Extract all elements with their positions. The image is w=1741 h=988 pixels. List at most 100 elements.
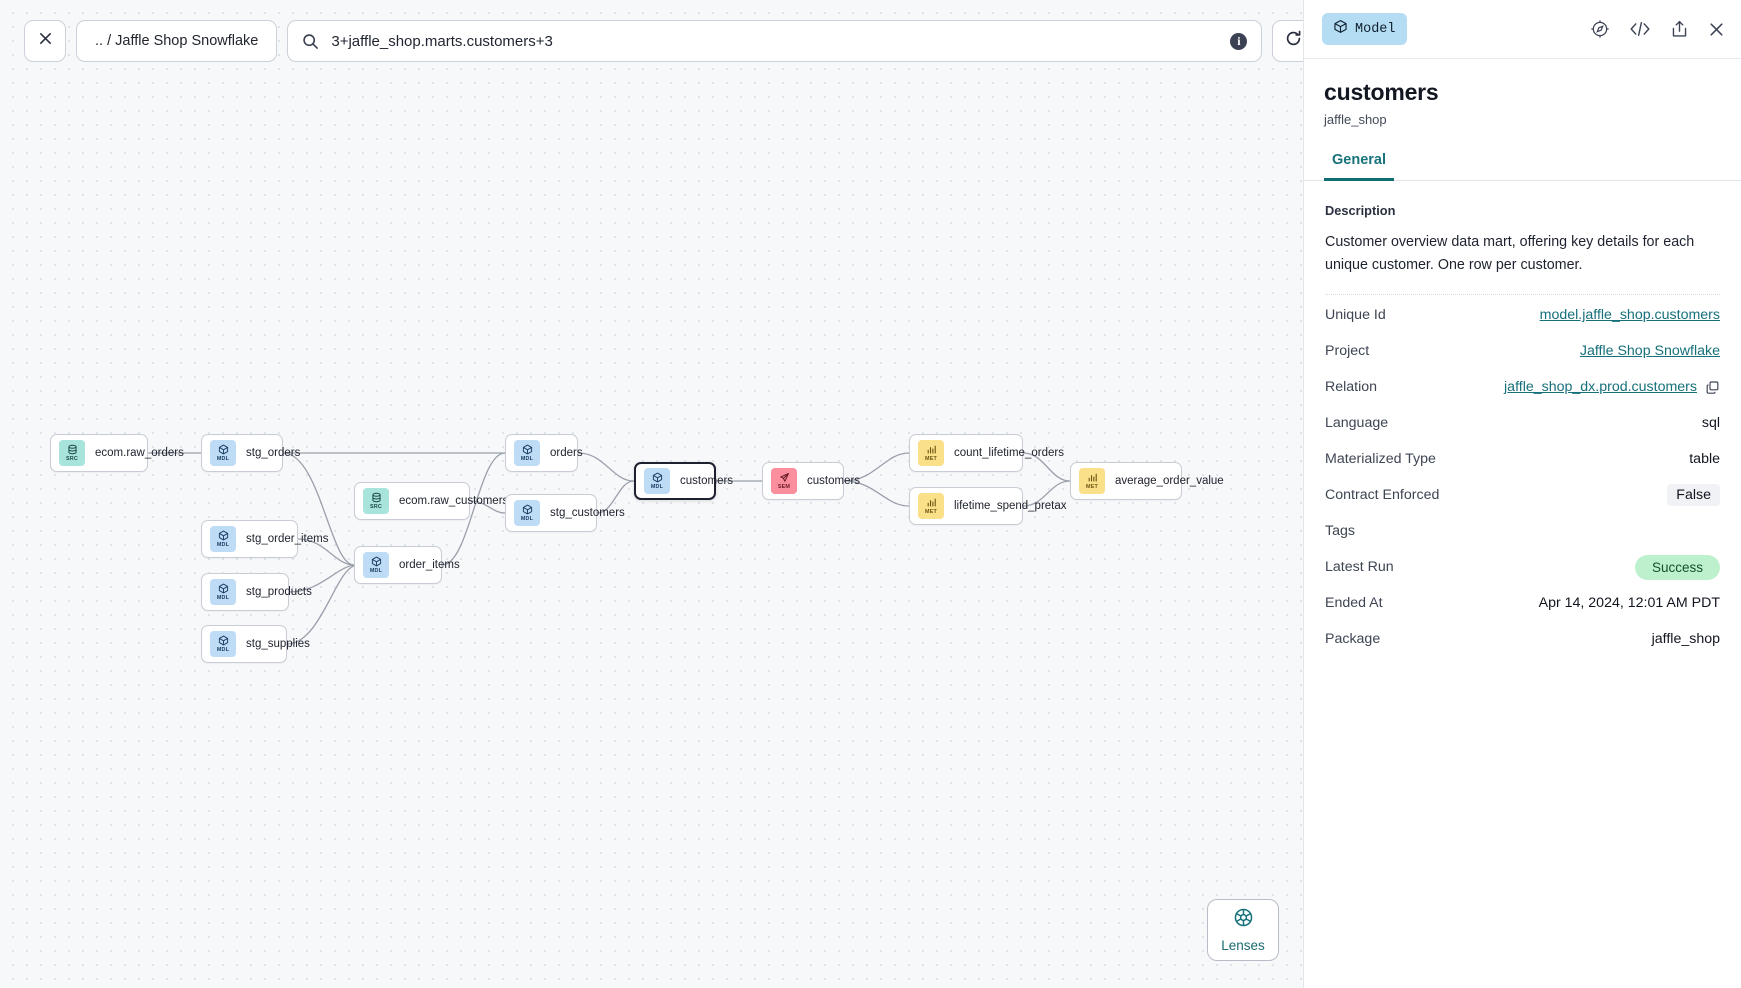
share-icon[interactable]	[1670, 19, 1689, 39]
node-type-badge-src: SRC	[59, 440, 85, 466]
lineage-node-stg_order_items[interactable]: MDL stg_order_items	[201, 520, 328, 558]
node-label: count_lifetime_orders	[954, 447, 1064, 459]
node-type-badge-mdl: MDL	[514, 440, 540, 466]
node-label: customers	[807, 475, 861, 487]
detail-row: Package jaffle_shop	[1325, 621, 1720, 657]
breadcrumb[interactable]: .. / Jaffle Shop Snowflake	[76, 20, 278, 62]
canvas-toolbar: .. / Jaffle Shop Snowflake i	[24, 20, 1303, 62]
node-label: orders	[550, 447, 583, 459]
refresh-button[interactable]	[1272, 20, 1303, 62]
met-icon	[926, 444, 937, 456]
node-type-abbr: MDL	[520, 515, 534, 522]
mdl-icon	[218, 444, 229, 456]
node-type-badge-met: MET	[918, 493, 944, 519]
node-type-badge-met: MET	[918, 440, 944, 466]
lineage-canvas[interactable]: .. / Jaffle Shop Snowflake i	[0, 0, 1303, 988]
detail-value[interactable]: jaffle_shop_dx.prod.customers	[1504, 379, 1720, 395]
detail-value[interactable]: Jaffle Shop Snowflake	[1580, 343, 1720, 359]
node-type-abbr: MDL	[650, 483, 664, 490]
lineage-node-orders[interactable]: MDL orders	[505, 434, 583, 472]
detail-value: Apr 14, 2024, 12:01 AM PDT	[1538, 595, 1720, 612]
search-icon	[302, 33, 319, 50]
detail-value: Success	[1634, 554, 1720, 580]
copy-icon[interactable]	[1705, 380, 1720, 395]
refresh-icon	[1284, 29, 1303, 53]
node-type-abbr: MDL	[216, 541, 230, 548]
lineage-node-ecom_raw_orders[interactable]: SRC ecom.raw_orders	[50, 434, 184, 472]
lineage-node-customers_semantic[interactable]: SEM customers	[762, 462, 860, 500]
close-icon	[38, 31, 53, 51]
close-lineage-button[interactable]	[24, 20, 66, 62]
resource-type-badge: Model	[1322, 13, 1407, 45]
detail-key: Relation	[1325, 379, 1378, 396]
node-type-abbr: MDL	[369, 567, 383, 574]
node-type-abbr: MET	[1086, 483, 1098, 490]
lineage-node-lifetime_spend_pretax[interactable]: MET lifetime_spend_pretax	[909, 487, 1067, 525]
detail-value[interactable]: model.jaffle_shop.customers	[1540, 307, 1720, 323]
node-type-badge-mdl: MDL	[210, 631, 236, 657]
lenses-label: Lenses	[1221, 938, 1265, 953]
code-icon[interactable]	[1629, 19, 1651, 39]
met-icon	[1087, 472, 1098, 484]
lineage-node-count_lifetime_orders[interactable]: MET count_lifetime_orders	[909, 434, 1064, 472]
detail-link[interactable]: jaffle_shop_dx.prod.customers	[1504, 379, 1697, 396]
mdl-icon	[218, 530, 229, 542]
node-type-badge-mdl: MDL	[363, 552, 389, 578]
sem-icon	[779, 472, 790, 484]
page-subtitle: jaffle_shop	[1324, 112, 1387, 127]
detail-value: jaffle_shop	[1651, 631, 1720, 648]
description-label: Description	[1325, 203, 1396, 218]
node-type-abbr: SRC	[370, 503, 382, 510]
node-label: ecom.raw_orders	[95, 447, 184, 459]
details-panel-header: Model	[1304, 0, 1741, 59]
mdl-icon	[652, 472, 663, 484]
node-label: lifetime_spend_pretax	[954, 500, 1067, 512]
detail-value: sql	[1701, 415, 1720, 432]
close-panel-icon[interactable]	[1708, 21, 1725, 38]
description-text: Customer overview data mart, offering ke…	[1325, 234, 1695, 274]
mdl-icon	[522, 504, 533, 516]
src-icon	[67, 444, 78, 456]
mdl-icon	[218, 583, 229, 595]
node-type-badge-mdl: MDL	[210, 440, 236, 466]
node-type-abbr: MDL	[216, 646, 230, 653]
detail-key: Tags	[1325, 523, 1355, 540]
mdl-icon	[371, 556, 382, 568]
search-bar[interactable]: i	[287, 20, 1263, 62]
node-type-abbr: MDL	[216, 455, 230, 462]
node-type-abbr: SEM	[777, 483, 791, 490]
node-type-badge-sem: SEM	[771, 468, 797, 494]
detail-row: Relation jaffle_shop_dx.prod.customers	[1325, 369, 1720, 405]
detail-link[interactable]: model.jaffle_shop.customers	[1539, 307, 1720, 324]
details-panel-title-block: customers jaffle_shop	[1304, 59, 1741, 127]
detail-row: Latest Run Success	[1325, 549, 1720, 585]
compass-icon[interactable]	[1590, 19, 1610, 39]
node-label: stg_order_items	[246, 533, 329, 545]
detail-key: Materialized Type	[1325, 451, 1436, 468]
panel-actions	[1590, 19, 1725, 39]
detail-row: Tags	[1325, 513, 1720, 549]
node-type-badge-met: MET	[1079, 468, 1105, 494]
search-input[interactable]	[331, 32, 1231, 50]
tab-general[interactable]: General	[1324, 152, 1394, 181]
search-info-icon[interactable]: i	[1230, 32, 1248, 50]
detail-key: Latest Run	[1325, 559, 1394, 576]
lenses-button[interactable]: Lenses	[1207, 899, 1279, 961]
detail-link[interactable]: Jaffle Shop Snowflake	[1579, 343, 1720, 360]
status-badge: Success	[1634, 554, 1720, 580]
node-type-badge-mdl: MDL	[210, 579, 236, 605]
detail-key: Package	[1325, 631, 1381, 648]
resource-type-label: Model	[1355, 21, 1396, 37]
details-panel: Model	[1303, 0, 1741, 988]
